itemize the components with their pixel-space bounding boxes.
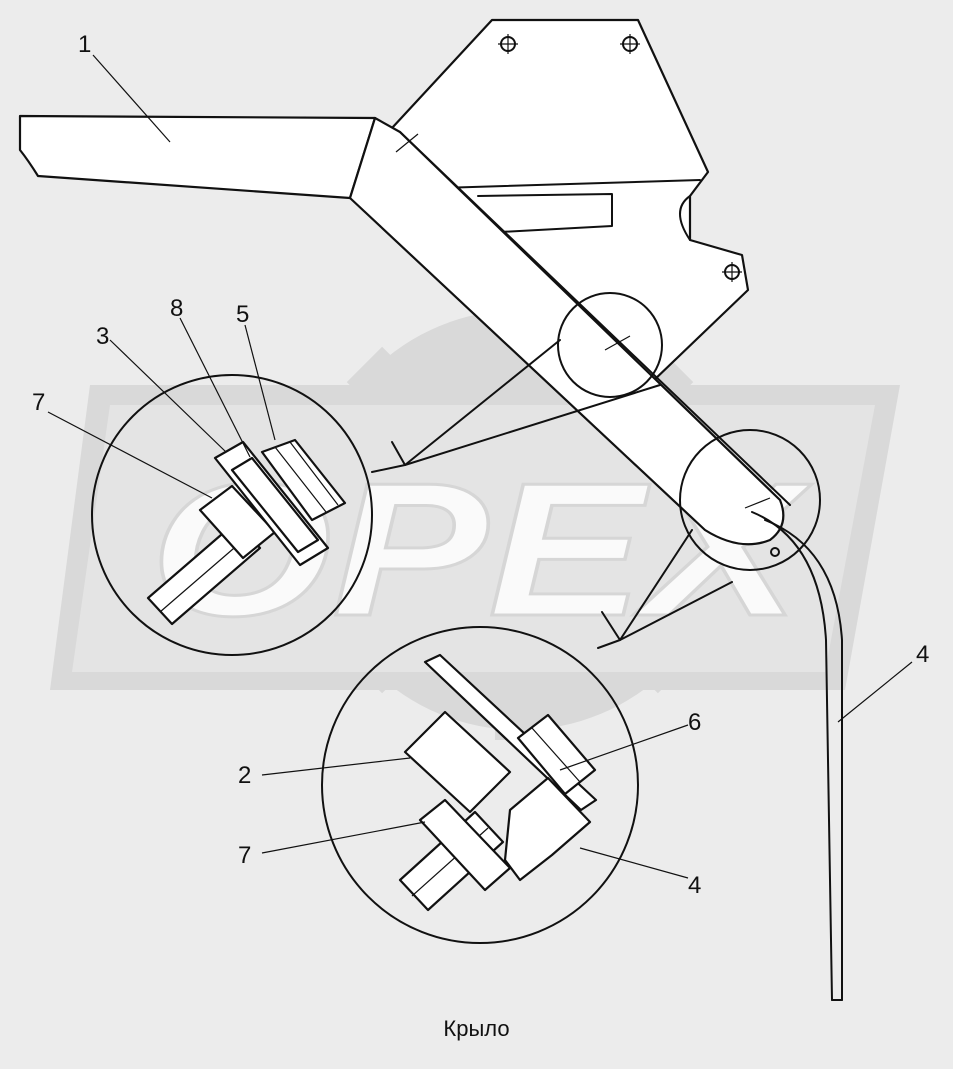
leader-arrow	[597, 529, 733, 649]
diagram-caption: Крыло	[443, 1016, 510, 1041]
fender-flap	[751, 511, 843, 1001]
mounting-bracket	[390, 18, 750, 384]
callout-5: 5	[236, 301, 249, 328]
detail-reference-circle	[679, 429, 821, 571]
callout-leader	[47, 54, 913, 879]
detail-reference-circle	[557, 292, 663, 398]
bracket-bolt-hole	[498, 34, 742, 282]
callout-4-detail: 4	[688, 872, 701, 899]
callout-1: 1	[78, 31, 91, 58]
fender-arm	[18, 114, 791, 546]
callout-8: 8	[170, 295, 183, 322]
leader-arrow	[371, 339, 661, 473]
detail-view-upper	[91, 374, 373, 656]
callouts: 1 8 5 3 7 4 6 2 7 4	[32, 31, 929, 899]
callout-7-upper: 7	[32, 389, 45, 416]
callout-4-flap: 4	[916, 641, 929, 668]
callout-2: 2	[238, 762, 251, 789]
detail-view-lower	[321, 626, 639, 944]
callout-3: 3	[96, 323, 109, 350]
callout-6: 6	[688, 709, 701, 736]
callout-7-lower: 7	[238, 842, 251, 869]
